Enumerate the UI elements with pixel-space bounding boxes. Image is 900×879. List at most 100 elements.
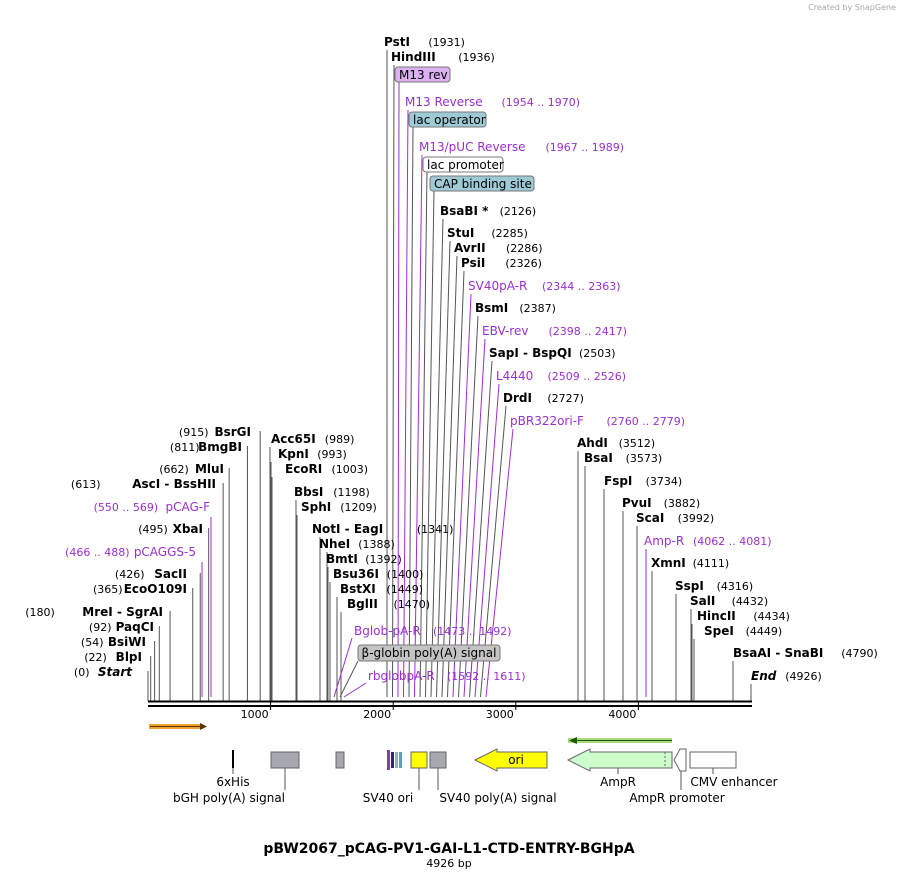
enzyme-pos-bsai: (3573) <box>626 452 663 465</box>
lac-promoter-feature[interactable] <box>395 752 398 768</box>
bgh-polya-feature[interactable] <box>270 751 300 769</box>
enzyme-pos-end: (4926) <box>785 670 822 683</box>
primer-pcaggs-5: pCAGGS-5 <box>134 545 196 559</box>
ampr-label: AmpR <box>600 775 636 789</box>
snapgene-credit: Created by SnapGene <box>808 3 896 12</box>
enzyme-bsiwi: BsiWI <box>108 635 146 649</box>
enzyme-nhei: NheI <box>319 537 350 551</box>
enzyme-bsai: BsaI <box>584 451 613 465</box>
bgh-label: bGH poly(A) signal <box>173 791 285 805</box>
site-line-stui <box>436 240 451 698</box>
small-gray-feature[interactable] <box>335 751 345 769</box>
primer-l4440: L4440 <box>496 369 533 383</box>
primer-pos-m13-reverse: (1954 .. 1970) <box>502 96 581 109</box>
enzyme-pos-start: (0) <box>74 666 90 679</box>
enzyme-pos-acc65i: (989) <box>325 433 355 446</box>
enzyme-pos-pvui: (3882) <box>664 497 701 510</box>
feature-label-lac-promoter: lac promoter <box>427 158 504 172</box>
ori-feature[interactable] <box>473 748 548 772</box>
primer-pos-l4440: (2509 .. 2526) <box>548 370 627 383</box>
enzyme-pos-drdi: (2727) <box>547 392 584 405</box>
primer-bglob-pa-r: Bglob-pA-R <box>354 624 421 638</box>
feature-box-lac-promoter[interactable] <box>422 156 504 173</box>
ampr-promoter-feature[interactable] <box>673 748 687 772</box>
tick-label-3000: 3000 <box>486 708 514 721</box>
feature-box-m13-rev[interactable] <box>394 66 451 83</box>
enzyme-pos-sphi: (1209) <box>340 501 377 514</box>
primer-m13-reverse: M13 Reverse <box>405 95 483 109</box>
enzyme-pvui: PvuI <box>622 496 652 510</box>
enzyme-sapi-bspqi: SapI - BspQI <box>489 346 572 360</box>
enzyme-spei: SpeI <box>704 624 734 638</box>
primer-pcag-f: pCAG-F <box>165 500 210 514</box>
enzyme-pos-bsabi: (2126) <box>500 205 537 218</box>
enzyme-pos-stui: (2285) <box>491 227 528 240</box>
feature-box-cap-binding-site[interactable] <box>429 175 535 192</box>
cmv-label: CMV enhancer <box>690 775 777 789</box>
sv40-polya-feature[interactable] <box>429 751 447 769</box>
primer-amp-r: Amp-R <box>644 534 684 548</box>
site-line-avrii <box>441 255 458 698</box>
enzyme-pos-nhei: (1388) <box>358 538 395 551</box>
enzyme-bmti: BmtI <box>326 552 358 566</box>
enzyme-scai: ScaI <box>636 511 664 525</box>
enzyme-hindiii: HindIII <box>391 50 436 64</box>
primer-line-rbglobpa-r <box>343 682 367 698</box>
enzyme-bsmi: BsmI <box>475 301 508 315</box>
enzyme-psii: PsiI <box>461 256 485 270</box>
enzyme-pos-spei: (4449) <box>746 625 783 638</box>
m13-rev-feature[interactable] <box>387 750 390 770</box>
feature-box-lac-operator[interactable] <box>408 111 487 128</box>
enzyme-pos-bstxi: (1449) <box>387 583 424 596</box>
sv40-ori-feature[interactable] <box>410 751 428 769</box>
site-line-bsabi <box>430 218 444 698</box>
site-line-bsmi <box>458 315 479 698</box>
sv40pa-label: SV40 poly(A) signal <box>439 791 556 805</box>
6xhis-feature[interactable] <box>232 750 234 768</box>
enzyme-blpi: BlpI <box>116 650 142 664</box>
enzyme-psti: PstI <box>384 35 410 49</box>
cap-binding-feature[interactable] <box>399 752 402 768</box>
enzyme-paqci: PaqCI <box>116 620 154 634</box>
enzyme-bsrgi: BsrGI <box>214 425 251 439</box>
enzyme-bsu36i: Bsu36I <box>333 567 379 581</box>
primer-rbglobpa-r: rbglobpA-R <box>368 669 435 683</box>
cmv-enhancer-feature[interactable] <box>689 751 737 769</box>
feature-line-lac-operator <box>408 126 414 698</box>
enzyme-ahdi: AhdI <box>577 436 608 450</box>
primer-line-ebv-rev <box>463 338 486 698</box>
enzyme-fspi: FspI <box>604 474 632 488</box>
primer-pos-pcag-f: (550 .. 569) <box>94 501 159 514</box>
beta-globin-line <box>339 660 359 698</box>
lac-operator-feature[interactable] <box>391 752 394 768</box>
primer-pos-m13-puc-reverse: (1967 .. 1989) <box>546 141 625 154</box>
enzyme-pos-bsiwi: (54) <box>81 636 104 649</box>
feature-line-cap-binding-site <box>425 190 435 698</box>
sequence-backbone <box>148 700 752 707</box>
enzyme-pos-psti: (1931) <box>428 36 465 49</box>
feature-label-lac-operator: lac operator <box>413 113 486 127</box>
ori-label: ori <box>508 753 524 767</box>
enzyme-xbai: XbaI <box>173 522 203 536</box>
enzyme-pos-bmgbi: (811) <box>170 441 200 454</box>
feature-label-m13-rev: M13 rev <box>399 68 448 82</box>
enzyme-pos-kpni: (993) <box>317 448 347 461</box>
primer-line-m13-reverse <box>403 109 409 698</box>
enzyme-mrei-sgrai: MreI - SgrAI <box>82 605 163 619</box>
primer-pos-bglob-pa-r: (1473 .. 1492) <box>433 625 512 638</box>
ampr-feature[interactable] <box>566 748 673 772</box>
enzyme-bsaai-snabi: BsaAI - SnaBI <box>733 646 823 660</box>
enzyme-pos-sali: (4432) <box>732 595 769 608</box>
plasmid-length: 4926 bp <box>426 857 471 870</box>
beta-globin-box[interactable] <box>357 644 501 662</box>
enzyme-xmni: XmnI <box>651 556 686 570</box>
site-line-psii <box>447 270 465 698</box>
enzyme-sspi: SspI <box>675 579 704 593</box>
enzyme-asci-bsshii: AscI - BssHII <box>132 477 216 491</box>
enzyme-bmgbi: BmgBI <box>198 440 242 454</box>
ampr-promoter-label: AmpR promoter <box>629 791 724 805</box>
enzyme-bsabi: BsaBI * <box>440 204 489 218</box>
tick-label-2000: 2000 <box>363 708 391 721</box>
enzyme-pos-bmti: (1392) <box>365 553 402 566</box>
6xhis-label: 6xHis <box>216 775 249 789</box>
